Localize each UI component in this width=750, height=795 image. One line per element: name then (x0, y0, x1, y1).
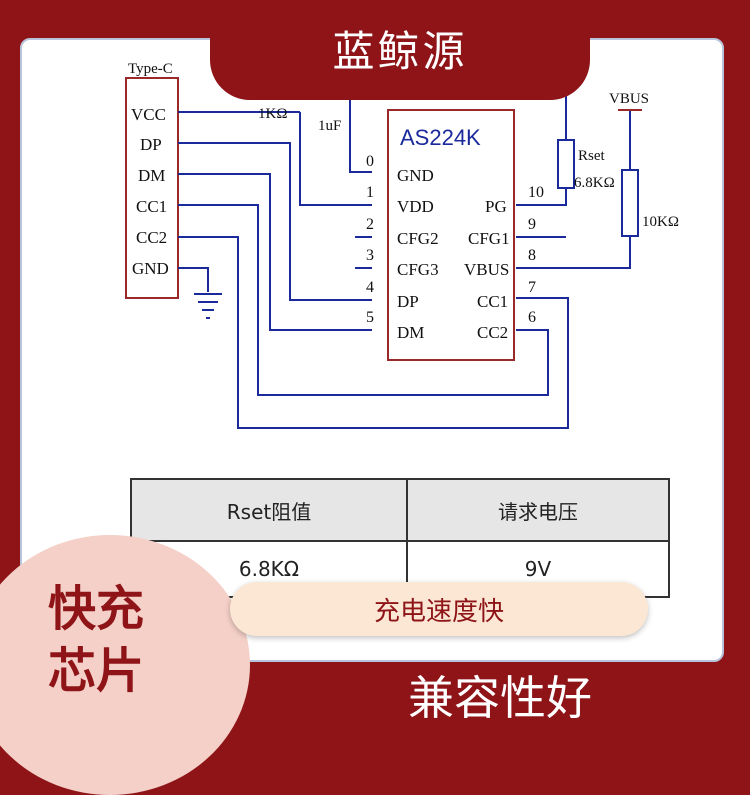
table-header-row: Rset阻值 请求电压 (130, 478, 671, 542)
pin-name: CFG2 (397, 229, 439, 248)
rset-voltage-table: Rset阻值 请求电压 6.8KΩ 9V (130, 478, 671, 598)
rset-name: Rset (578, 148, 606, 164)
brand-tab (210, 0, 590, 100)
pin-num: 3 (366, 247, 374, 264)
chip-body (387, 109, 515, 361)
chip-name: AS224K (400, 125, 481, 150)
pin-name: CC1 (477, 292, 508, 311)
pin-name: CC2 (477, 323, 508, 342)
r1-value: 1KΩ (258, 106, 287, 122)
pin-name: CFG1 (468, 229, 510, 248)
pin-num: 8 (528, 247, 536, 264)
rset-resistor (557, 139, 575, 189)
table-header-voltage: 请求电压 (405, 478, 671, 542)
chip-left-pins: 0 GND 1 VDD 2 CFG2 3 CFG3 4 DP 5 DM (366, 153, 439, 342)
pin-num: 2 (366, 216, 374, 233)
pin-name: DP (397, 292, 419, 311)
vbus-label: VBUS (609, 91, 649, 107)
left-badge-line1: 快充 (48, 581, 145, 637)
type-c-connector (125, 77, 179, 299)
pin-num: 7 (528, 279, 536, 296)
feature-pill (230, 582, 648, 636)
pin-num: 9 (528, 216, 536, 233)
c1-value: 1uF (318, 118, 341, 134)
r2-resistor (621, 169, 639, 237)
pin-name: GND (397, 166, 434, 185)
pin-num: 10 (528, 184, 544, 201)
table-cell-voltage: 9V (405, 540, 671, 598)
pin-name: VBUS (464, 260, 509, 279)
feature-pill-text: 充电速度快 (373, 597, 504, 627)
connector-pin-dp: DP (140, 135, 162, 154)
pin-num: 1 (366, 184, 374, 201)
pin-name: VDD (397, 197, 434, 216)
pin-num: 4 (366, 279, 374, 296)
rset-value: 6.8KΩ (574, 175, 615, 191)
chip-right-pins: PG 10 CFG1 9 VBUS 8 CC1 7 CC2 6 (464, 184, 544, 342)
pin-name: DM (397, 323, 424, 342)
pin-num: 6 (528, 309, 536, 326)
table-header-rset: Rset阻值 (130, 478, 408, 542)
connector-title: Type-C (128, 61, 173, 77)
r2-value: 10KΩ (642, 214, 679, 230)
ground-icon (194, 293, 222, 319)
pin-num: 0 (366, 153, 374, 170)
pin-num: 5 (366, 309, 374, 326)
left-badge-line2: 芯片 (48, 643, 145, 699)
connector-pin-gnd: GND (132, 259, 169, 278)
pin-name: CFG3 (397, 260, 439, 279)
brand-name: 蓝鲸源 (332, 27, 468, 76)
left-badge-text: 快充 芯片 (48, 578, 144, 702)
pin-name: PG (485, 197, 507, 216)
connector-pin-cc1: CC1 (136, 197, 167, 216)
connector-pin-dm: DM (138, 166, 165, 185)
connector-pin-labels: VCC DP DM CC1 CC2 GND (131, 105, 169, 278)
connector-pin-vcc: VCC (131, 105, 166, 124)
connector-pin-cc2: CC2 (136, 228, 167, 247)
circuit-wires (178, 78, 631, 429)
circuit-schematic: Type-C VCC DP DM CC1 CC2 GND (125, 61, 679, 429)
bottom-slogan: 兼容性好 (408, 671, 592, 725)
